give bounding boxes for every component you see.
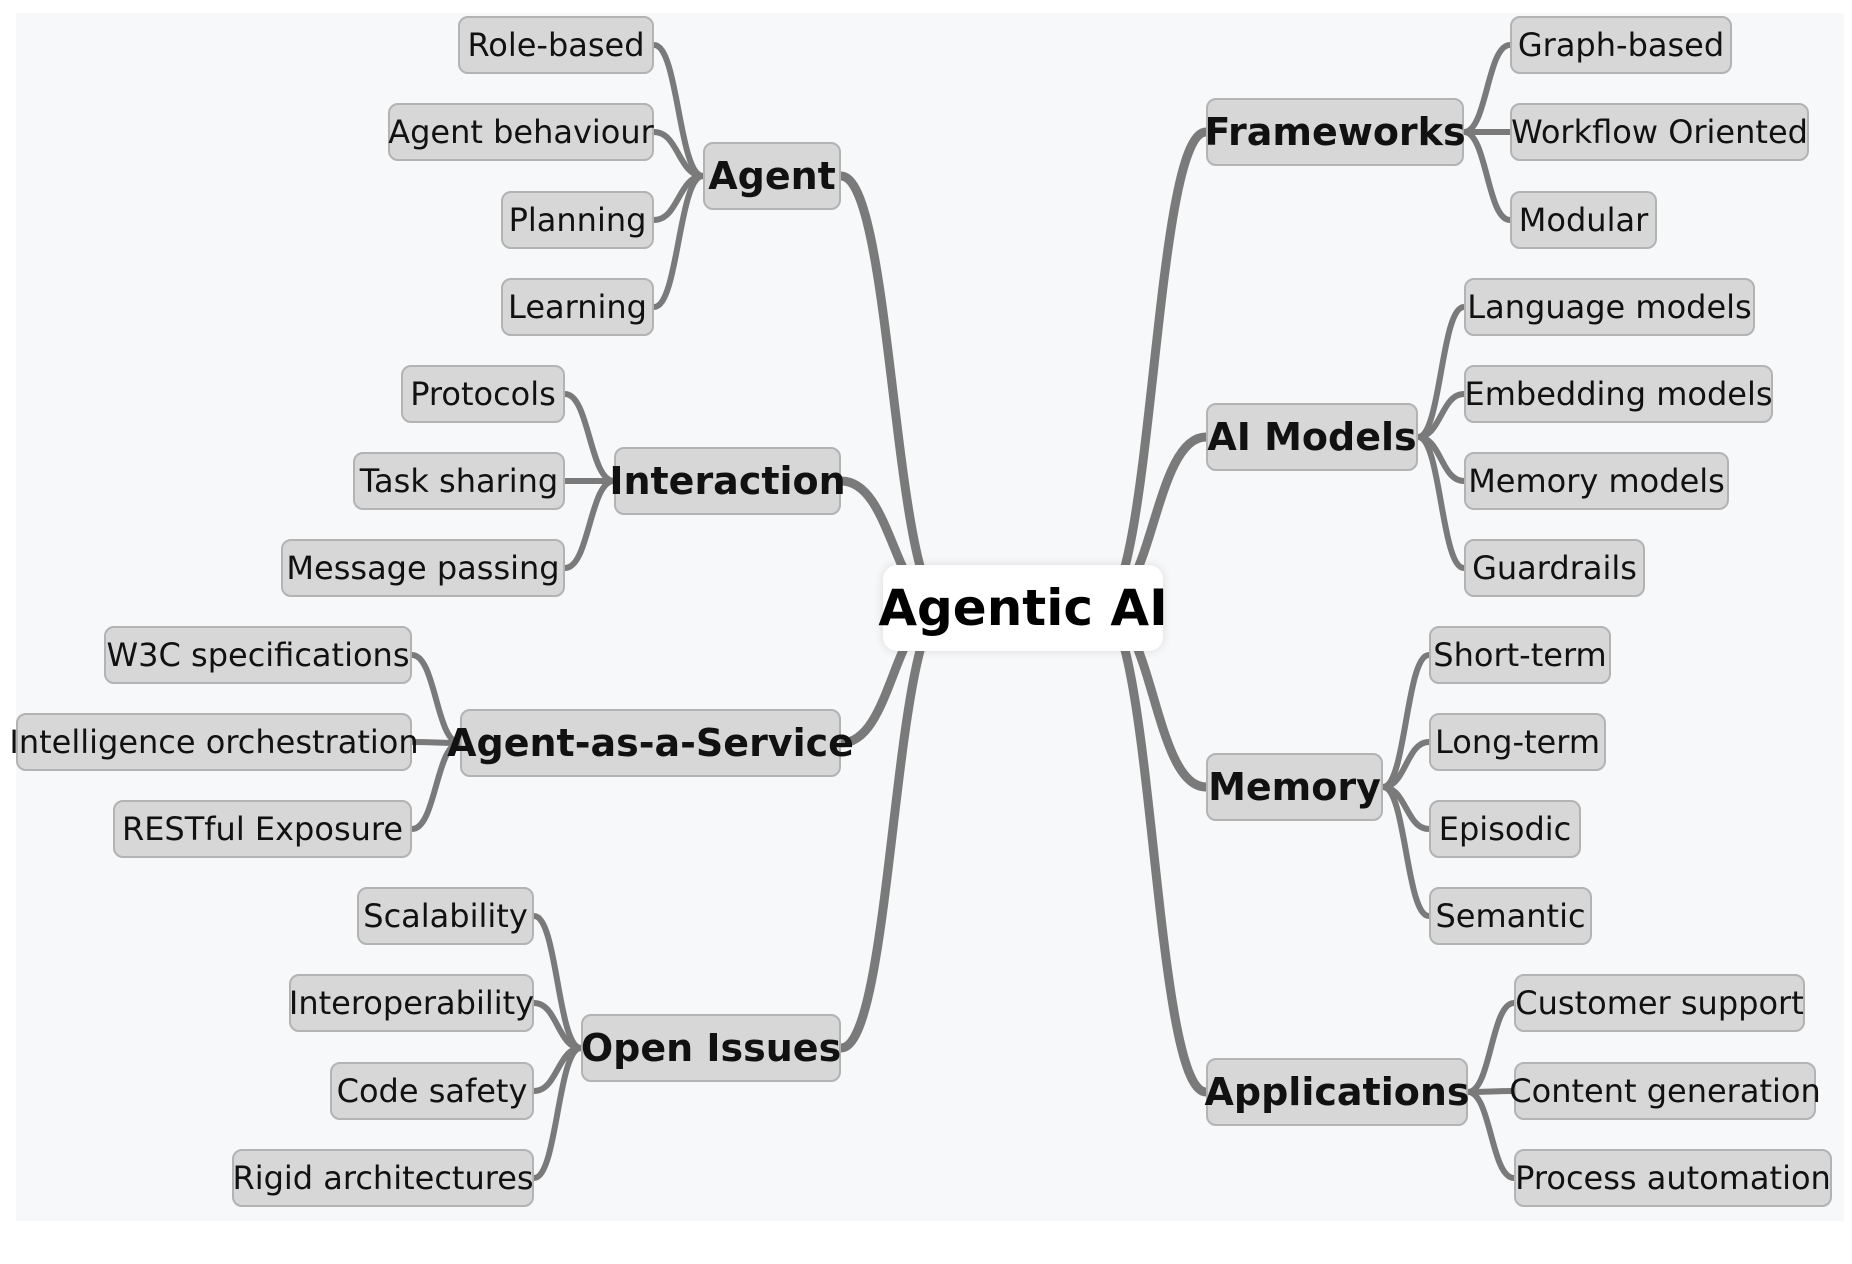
leaf-guardrails[interactable]: Guardrails — [1464, 539, 1645, 597]
mindmap-canvas: Agentic AI Agent Role-based Agent behavi… — [9, 13, 1844, 1221]
leaf-process-automation[interactable]: Process automation — [1514, 1149, 1832, 1207]
branch-agent[interactable]: Agent — [703, 142, 841, 210]
connector-leaf-rigid-architectures — [531, 1045, 584, 1181]
leaf-interoperability[interactable]: Interoperability — [289, 974, 534, 1032]
leaf-message-passing[interactable]: Message passing — [281, 539, 565, 597]
branch-open-issues[interactable]: Open Issues — [581, 1014, 841, 1082]
connector-leaf-scalability — [531, 913, 584, 1051]
connector-leaf-graph-based — [1461, 42, 1513, 135]
branch-frameworks[interactable]: Frameworks — [1204, 98, 1466, 166]
leaf-scalability[interactable]: Scalability — [357, 887, 534, 945]
leaf-role-based[interactable]: Role-based — [458, 16, 654, 74]
leaf-short-term[interactable]: Short-term — [1429, 626, 1611, 684]
branch-interaction[interactable]: Interaction — [609, 447, 846, 515]
leaf-rigid-architectures[interactable]: Rigid architectures — [232, 1149, 534, 1207]
leaf-embedding-models[interactable]: Embedding models — [1464, 365, 1773, 423]
connector-branch-applications — [1096, 603, 1211, 1097]
connector-leaf-learning — [651, 173, 706, 310]
connector-leaf-guardrails — [1415, 434, 1467, 571]
leaf-intelligence-orchestration[interactable]: Intelligence orchestration — [9, 713, 419, 771]
leaf-workflow-oriented[interactable]: Workflow Oriented — [1510, 103, 1809, 161]
leaf-semantic[interactable]: Semantic — [1429, 887, 1592, 945]
connector-leaf-role-based — [651, 42, 706, 179]
leaf-agent-behaviour[interactable]: Agent behaviour — [388, 103, 654, 161]
connector-leaf-message-passing — [562, 478, 617, 571]
connector-leaf-semantic — [1380, 784, 1432, 919]
leaf-graph-based[interactable]: Graph-based — [1510, 16, 1732, 74]
branch-memory[interactable]: Memory — [1206, 753, 1383, 821]
branch-applications[interactable]: Applications — [1205, 1058, 1470, 1126]
leaf-customer-support[interactable]: Customer support — [1514, 974, 1805, 1032]
branch-ai-models[interactable]: AI Models — [1206, 403, 1418, 471]
leaf-language-models[interactable]: Language models — [1464, 278, 1755, 336]
connector-leaf-short-term — [1380, 652, 1432, 790]
connector-leaf-customer-support — [1465, 1000, 1517, 1095]
leaf-modular[interactable]: Modular — [1510, 191, 1657, 249]
leaf-protocols[interactable]: Protocols — [401, 365, 565, 423]
leaf-content-generation[interactable]: Content generation — [1509, 1062, 1821, 1120]
leaf-w3c-specifications[interactable]: W3C specifications — [104, 626, 412, 684]
branch-agent-as-a-service[interactable]: Agent-as-a-Service — [447, 709, 854, 777]
leaf-task-sharing[interactable]: Task sharing — [353, 452, 565, 510]
leaf-long-term[interactable]: Long-term — [1429, 713, 1606, 771]
root-node[interactable]: Agentic AI — [878, 565, 1168, 651]
leaf-planning[interactable]: Planning — [501, 191, 654, 249]
connector-leaf-protocols — [562, 391, 617, 484]
connector-leaf-w3c-specifications — [409, 652, 463, 746]
leaf-code-safety[interactable]: Code safety — [330, 1062, 534, 1120]
leaf-learning[interactable]: Learning — [501, 278, 654, 336]
leaf-restful-exposure[interactable]: RESTful Exposure — [113, 800, 412, 858]
connector-leaf-language-models — [1415, 304, 1467, 440]
leaf-episodic[interactable]: Episodic — [1429, 800, 1581, 858]
connector-leaf-modular — [1461, 129, 1513, 223]
connector-leaf-process-automation — [1465, 1089, 1517, 1181]
connector-leaf-restful-exposure — [409, 740, 463, 832]
leaf-memory-models[interactable]: Memory models — [1464, 452, 1729, 510]
